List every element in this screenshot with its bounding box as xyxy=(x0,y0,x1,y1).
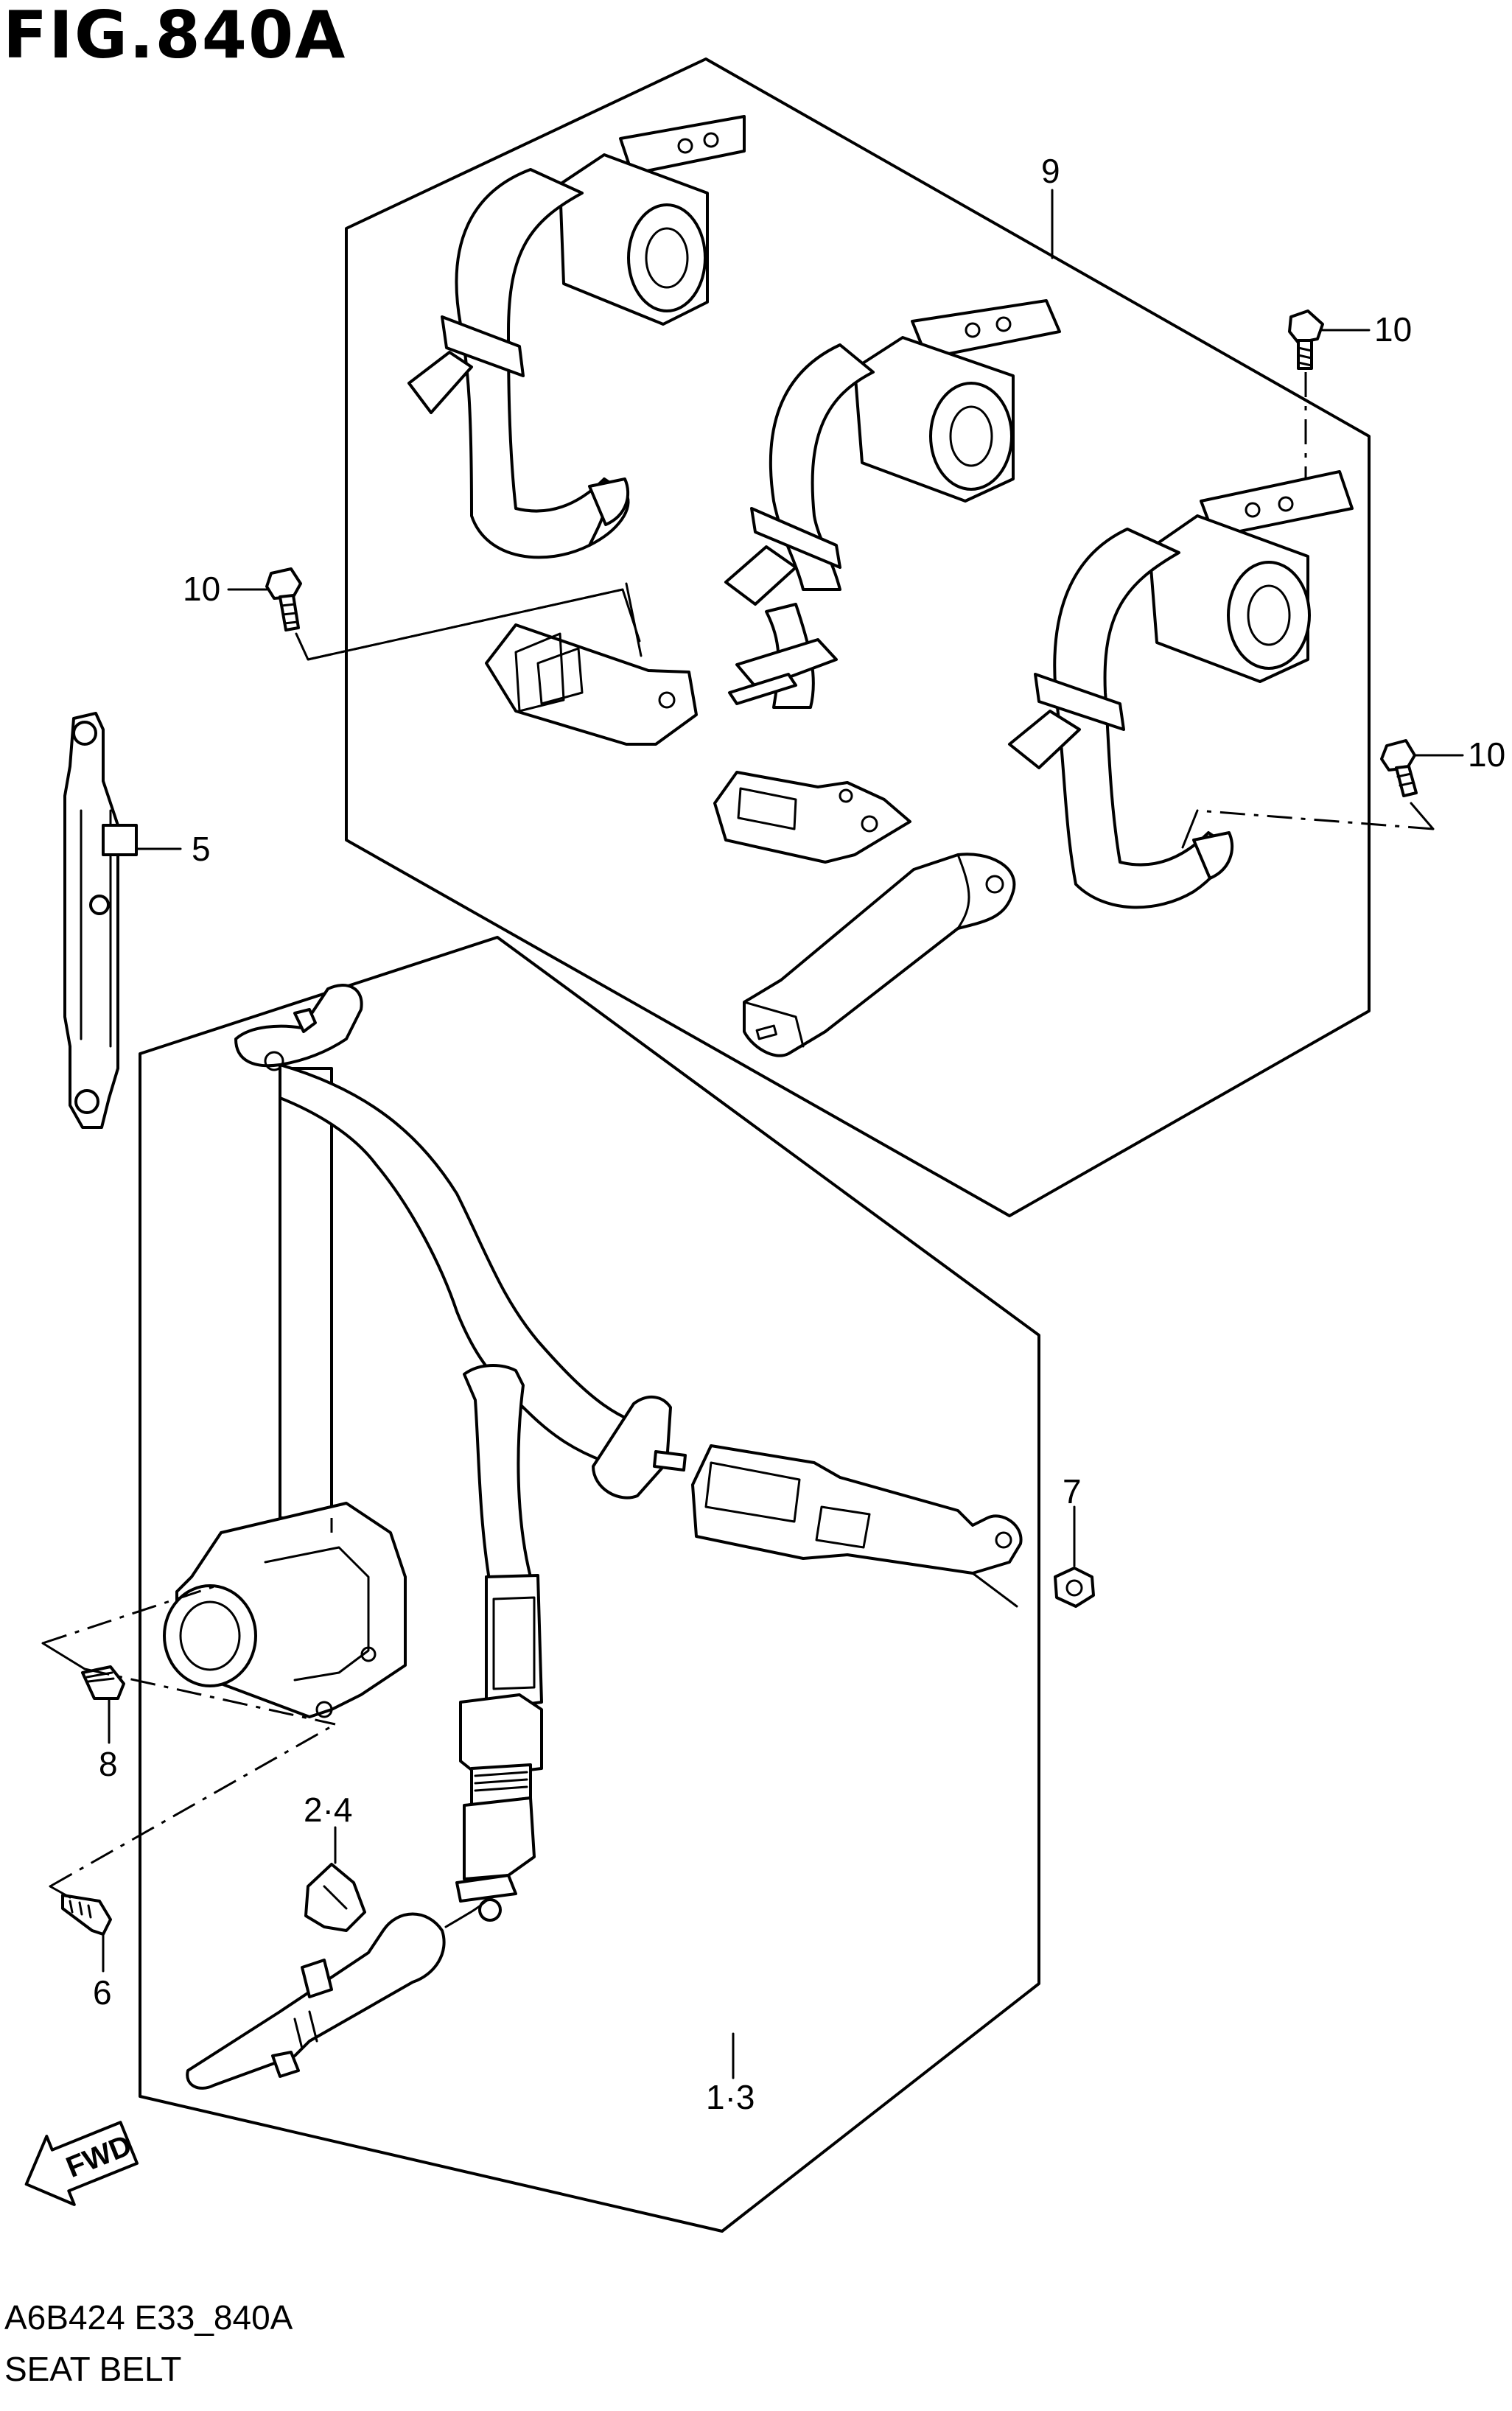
leader-6-upper xyxy=(49,1885,71,1899)
rear-retractor-left xyxy=(407,115,746,559)
rear-buckle-left xyxy=(485,582,698,746)
callout-10-left: 10 xyxy=(183,570,220,608)
callout-5: 5 xyxy=(192,830,211,868)
callout-7: 7 xyxy=(1063,1472,1082,1511)
bolt-10-top xyxy=(1288,309,1324,370)
bolt-10-left xyxy=(265,567,302,631)
front-buckle xyxy=(691,1444,1023,1608)
callout-24: 2·4 xyxy=(304,1791,352,1829)
bolt-10-right xyxy=(1380,739,1418,797)
figure-name: SEAT BELT xyxy=(4,2350,182,2388)
leader-10-left-dashed xyxy=(307,588,623,661)
clip-24 xyxy=(304,1863,366,1932)
group-outline-rear-belts xyxy=(345,57,1371,1217)
callout-9: 9 xyxy=(1041,152,1060,190)
figure-code: A6B424 E33_840A xyxy=(4,2298,293,2337)
rear-tongue-strap xyxy=(743,853,1016,1057)
group-outline-front-belt xyxy=(139,936,1040,2233)
figure-title: FIG.840A xyxy=(3,0,347,73)
callout-8: 8 xyxy=(99,1745,118,1783)
fwd-arrow: FWD xyxy=(24,2121,139,2206)
rear-buckle-center xyxy=(713,771,911,864)
screw-8 xyxy=(81,1665,125,1700)
leader-6-dashed xyxy=(49,1723,336,1888)
front-belt-upper-anchor xyxy=(234,984,363,1071)
leader-8-dashed-upper xyxy=(42,1583,222,1645)
front-lower-anchor-pretensioner xyxy=(186,1364,543,2090)
callout-13: 1·3 xyxy=(706,2078,755,2116)
rear-retractor-center xyxy=(724,299,1061,709)
nut-7 xyxy=(1054,1567,1095,1608)
leader-8-upper xyxy=(41,1642,86,1670)
callout-10-top: 10 xyxy=(1374,310,1412,349)
leader-10-right-dashed xyxy=(1197,809,1434,830)
screw-6 xyxy=(61,1894,112,1936)
front-tongue-plate xyxy=(592,1396,687,1500)
height-adjuster xyxy=(63,712,138,1129)
front-retractor xyxy=(163,1502,407,1718)
callout-6: 6 xyxy=(93,1973,112,2012)
leader-10-right-lower xyxy=(1410,802,1435,830)
leader-10-right-end xyxy=(1181,809,1199,849)
rear-retractor-right xyxy=(1008,470,1354,909)
callout-10-right: 10 xyxy=(1468,735,1505,774)
leader-8-dashed-lower xyxy=(84,1668,336,1726)
